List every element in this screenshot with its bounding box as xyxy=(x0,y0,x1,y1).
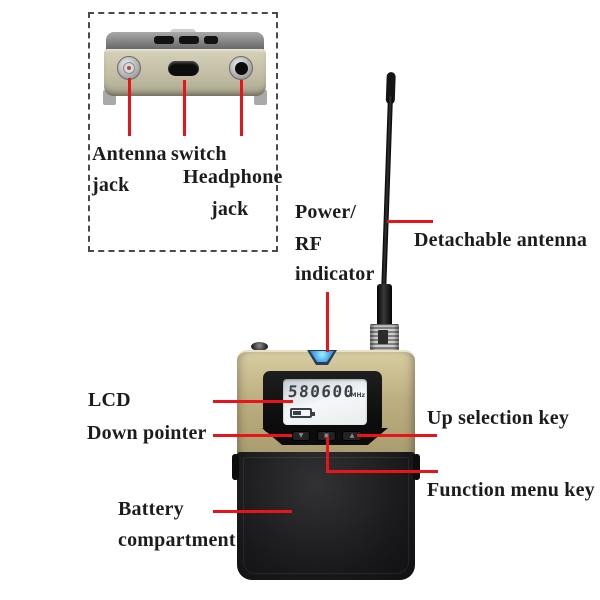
power-rf-led-glow xyxy=(310,351,334,362)
power-switch-slot-icon xyxy=(168,61,199,76)
power-rf-pointer-line xyxy=(326,292,329,352)
battery-fill xyxy=(293,411,301,415)
antenna-jack-ring xyxy=(123,62,135,74)
lcd-bezel: 580600 MHz xyxy=(263,371,382,433)
power-rf-label-line3: indicator xyxy=(295,263,375,285)
antenna-jack-label-line1: Antenna xyxy=(92,143,167,165)
headphone-jack-connector-icon xyxy=(229,56,253,80)
battery-level-icon xyxy=(290,408,315,418)
battery-pointer-line xyxy=(213,510,292,513)
top-view-vent-slot xyxy=(154,36,174,44)
headphone-jack-label-line1: Headphone xyxy=(183,166,283,188)
up-selection-pointer-line xyxy=(357,434,437,437)
antenna-jack-connector-icon xyxy=(117,56,141,80)
switch-label: switch xyxy=(171,143,227,165)
antenna-base-sleeve xyxy=(377,284,392,326)
top-view-vent-slot xyxy=(204,36,218,44)
function-menu-key-label: Function menu key xyxy=(427,479,595,501)
up-selection-key-label: Up selection key xyxy=(427,407,570,429)
lcd-pointer-line xyxy=(213,400,293,403)
lcd-unit-label: MHz xyxy=(350,392,365,399)
bodypack-transmitter: 580600 MHz ▼ ▣ ▲ xyxy=(232,342,420,580)
left-release-latch[interactable] xyxy=(232,454,239,480)
antenna-connector-band xyxy=(378,330,388,344)
top-left-jack-stub xyxy=(251,342,268,351)
detachable-antenna-label: Detachable antenna xyxy=(414,229,588,251)
down-pointer-button[interactable]: ▼ xyxy=(292,431,310,441)
battery-nub xyxy=(312,412,315,416)
down-pointer-label: Down pointer xyxy=(87,422,207,444)
top-view-vent-slot xyxy=(179,36,199,44)
switch-pointer-line xyxy=(183,80,186,136)
function-menu-pointer-line-horizontal xyxy=(326,470,438,473)
battery-label-line2: compartment xyxy=(118,529,236,551)
antenna-jack-pin xyxy=(127,66,131,70)
battery-door-seam xyxy=(243,457,409,574)
detachable-antenna-pointer-line xyxy=(387,220,433,223)
battery-label-line1: Battery xyxy=(118,498,184,520)
headphone-jack-hole xyxy=(235,62,248,75)
antenna-jack-pointer-line xyxy=(128,78,131,136)
power-rf-label-line2: RF xyxy=(295,233,323,255)
battery-compartment-cover xyxy=(237,452,415,580)
lcd-label: LCD xyxy=(88,389,131,411)
function-menu-pointer-line-vertical xyxy=(326,437,329,473)
antenna-threaded-connector xyxy=(370,324,399,351)
antenna-jack-label-line2: jack xyxy=(92,174,130,196)
lcd-screen: 580600 MHz xyxy=(283,379,367,425)
power-rf-led-indicator xyxy=(307,350,337,365)
headphone-jack-pointer-line xyxy=(240,80,243,136)
headphone-jack-label-line2: jack xyxy=(211,198,249,220)
power-rf-label-line1: Power/ xyxy=(295,201,357,223)
right-release-latch[interactable] xyxy=(413,454,420,480)
lcd-frequency-readout: 580600 xyxy=(287,382,356,401)
down-pointer-line xyxy=(213,434,292,437)
